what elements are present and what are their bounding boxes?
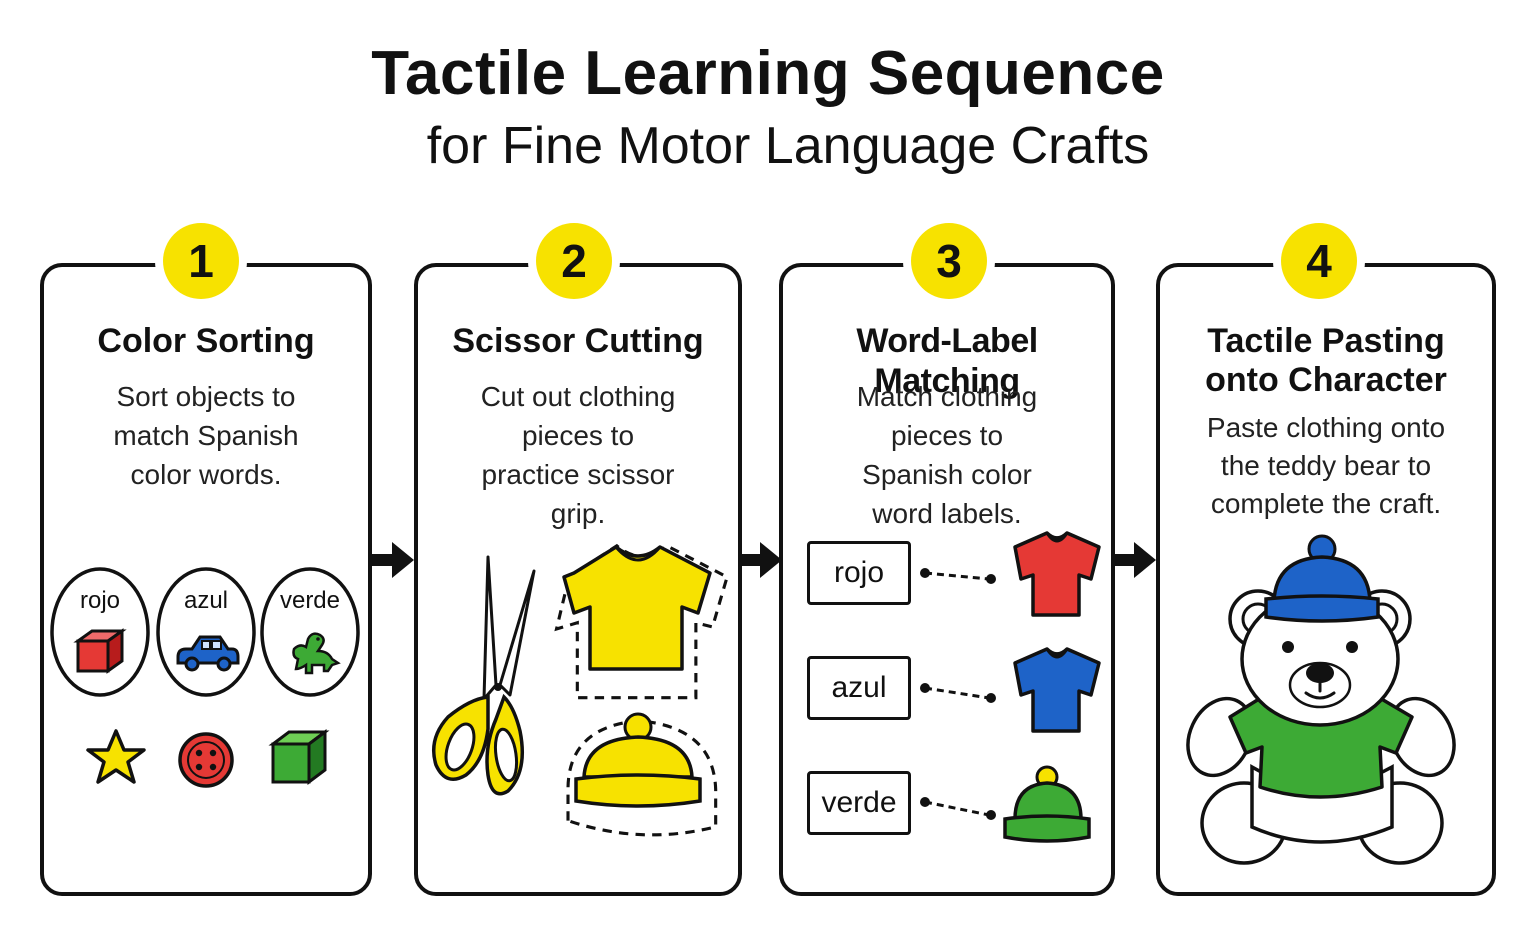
car-icon xyxy=(176,635,240,672)
step-1-description: Sort objects to match Spanish color word… xyxy=(113,381,299,490)
arrow-right-icon xyxy=(738,542,782,578)
arrow-right-icon xyxy=(1112,542,1156,578)
step-3-title: Word-Label Matching xyxy=(856,322,1038,400)
hat-cutout-icon xyxy=(566,712,718,837)
step-3-badge: 3 xyxy=(911,223,987,299)
step-3-description: Match clothing pieces to Spanish color w… xyxy=(856,381,1038,529)
bin-label-rojo: rojo xyxy=(79,587,121,614)
shirt-cutout-icon xyxy=(554,543,729,700)
button-icon xyxy=(178,732,234,788)
step-3-card: Word-Label Matching Match clothing piece… xyxy=(779,263,1115,896)
bin-label-verde: verde xyxy=(279,587,341,614)
match-label-azul[interactable]: azul xyxy=(807,656,911,720)
teddy-bear-icon xyxy=(1186,534,1456,865)
page-subtitle: for Fine Motor Language Crafts xyxy=(426,117,1150,175)
step-4-badge: 4 xyxy=(1281,223,1357,299)
step-4-description: Paste clothing onto the teddy bear to co… xyxy=(1206,412,1446,519)
match-label-verde[interactable]: verde xyxy=(807,771,911,835)
step-1-title: Color Sorting xyxy=(97,322,315,360)
arrow-right-icon xyxy=(370,542,414,578)
step-3-illustration xyxy=(920,531,1101,843)
step-4-title-line-1: Tactile Pasting xyxy=(1207,322,1445,360)
green-cube-icon xyxy=(268,729,330,785)
step-4-title-line-2: onto Character xyxy=(1205,361,1447,399)
page-title: Tactile Learning Sequence xyxy=(371,39,1165,108)
connector-line xyxy=(924,571,990,817)
step-2-card: Scissor Cutting Cut out clothing pieces … xyxy=(414,263,742,896)
step-1-card: Color Sorting Sort objects to match Span… xyxy=(40,263,372,896)
scissors-icon xyxy=(432,555,536,796)
step-1-illustration xyxy=(50,567,360,788)
step-1-badge: 1 xyxy=(163,223,239,299)
shirt-icon-red xyxy=(1013,531,1101,617)
step-2-badge: 2 xyxy=(536,223,612,299)
bin-label-azul: azul xyxy=(183,587,229,614)
step-2-title: Scissor Cutting xyxy=(452,322,704,360)
step-2-description: Cut out clothing pieces to practice scis… xyxy=(480,381,676,529)
hat-icon-green xyxy=(1003,765,1091,843)
shirt-icon-blue xyxy=(1013,647,1101,733)
star-icon xyxy=(86,729,146,784)
cube-icon xyxy=(73,628,127,674)
dinosaur-icon xyxy=(292,632,341,675)
hat-on-bear xyxy=(1264,534,1380,623)
step-2-illustration xyxy=(432,543,729,837)
match-label-rojo[interactable]: rojo xyxy=(807,541,911,605)
step-4-card: Tactile Pasting onto Character Paste clo… xyxy=(1156,263,1496,896)
